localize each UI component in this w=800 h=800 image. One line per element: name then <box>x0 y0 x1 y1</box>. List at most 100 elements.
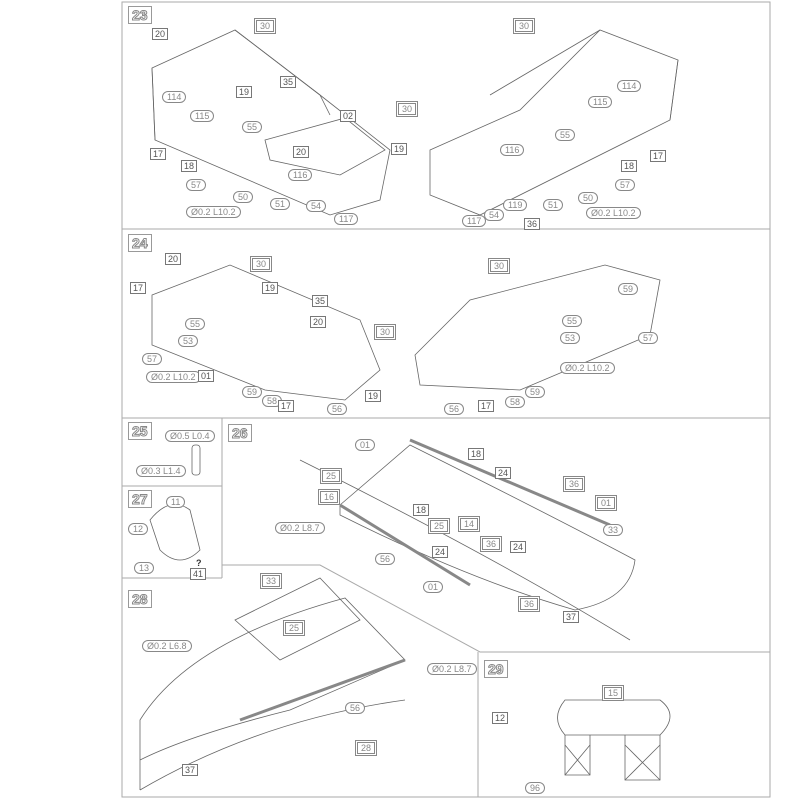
part-callout: 96 <box>525 782 546 794</box>
part-callout: 30 <box>396 101 419 117</box>
part-callout: 36 <box>480 536 503 552</box>
part-callout: 57 <box>638 332 659 344</box>
part-callout: 17 <box>150 148 167 160</box>
part-callout: 116 <box>500 144 525 156</box>
part-callout: ? <box>194 558 204 568</box>
part-callout: 19 <box>236 86 253 98</box>
part-callout: 20 <box>152 28 169 40</box>
part-callout: 33 <box>603 524 624 536</box>
part-callout: 30 <box>254 18 277 34</box>
part-callout: 119 <box>503 199 528 211</box>
part-callout: 24 <box>495 467 512 479</box>
part-callout: 30 <box>513 18 536 34</box>
step-number-29: 29 <box>484 660 508 678</box>
part-callout: 56 <box>375 553 396 565</box>
part-callout: 36 <box>518 596 541 612</box>
part-callout: 18 <box>468 448 485 460</box>
part-callout: 53 <box>178 335 199 347</box>
part-callout: Ø0.3 L1.4 <box>136 465 186 477</box>
part-callout: 17 <box>478 400 495 412</box>
part-callout: 57 <box>186 179 207 191</box>
part-callout: 28 <box>355 740 378 756</box>
part-callout: 18 <box>181 160 198 172</box>
part-callout: 17 <box>650 150 667 162</box>
part-callout: 19 <box>365 390 382 402</box>
part-callout: 01 <box>355 439 376 451</box>
part-callout: 54 <box>306 200 327 212</box>
part-callout: Ø0.2 L8.7 <box>427 663 477 675</box>
part-callout: 12 <box>128 523 149 535</box>
part-callout: 59 <box>618 283 639 295</box>
part-callout: Ø0.2 L6.8 <box>142 640 192 652</box>
part-callout: 50 <box>578 192 599 204</box>
part-callout: 55 <box>185 318 206 330</box>
step-number-27: 27 <box>128 490 152 508</box>
part-callout: 33 <box>260 573 283 589</box>
part-callout: 35 <box>312 295 329 307</box>
part-callout: 59 <box>525 386 546 398</box>
part-callout: 35 <box>280 76 297 88</box>
part-callout: 36 <box>563 476 586 492</box>
part-callout: 115 <box>190 110 215 122</box>
page-frame <box>121 1 771 798</box>
part-callout: Ø0.2 L10.2 <box>146 371 201 383</box>
part-callout: 54 <box>484 209 505 221</box>
part-callout: 117 <box>334 213 359 225</box>
part-callout: 115 <box>588 96 613 108</box>
part-callout: 01 <box>423 581 444 593</box>
part-callout: 58 <box>505 396 526 408</box>
divider <box>222 564 770 653</box>
part-callout: Ø0.5 L0.4 <box>165 430 215 442</box>
part-callout: 30 <box>374 324 397 340</box>
part-callout: 116 <box>288 169 313 181</box>
part-callout: 25 <box>428 518 451 534</box>
part-callout: 02 <box>340 110 357 122</box>
part-callout: 24 <box>510 541 527 553</box>
part-callout: 01 <box>198 370 215 382</box>
part-callout: 11 <box>166 496 186 508</box>
part-callout: Ø0.2 L8.7 <box>275 522 325 534</box>
hull-drawings <box>139 29 679 791</box>
part-callout: 20 <box>293 146 310 158</box>
step-number-28: 28 <box>128 590 152 608</box>
part-callout: 17 <box>278 400 295 412</box>
part-callout: Ø0.2 L10.2 <box>560 362 615 374</box>
part-callout: 56 <box>444 403 465 415</box>
part-callout: 56 <box>327 403 348 415</box>
part-callout: 25 <box>320 468 343 484</box>
part-callout: 53 <box>560 332 581 344</box>
part-callout: 13 <box>134 562 155 574</box>
part-callout: 30 <box>488 258 511 274</box>
part-callout: Ø0.2 L10.2 <box>586 207 641 219</box>
part-callout: 51 <box>270 198 291 210</box>
part-callout: 18 <box>621 160 638 172</box>
part-callout: 14 <box>458 516 481 532</box>
step-number-25: 25 <box>128 422 152 440</box>
part-callout: 37 <box>182 764 199 776</box>
part-callout: 12 <box>492 712 509 724</box>
part-callout: 41 <box>190 568 207 580</box>
part-callout: 51 <box>543 199 564 211</box>
part-callout: 57 <box>615 179 636 191</box>
part-callout: 55 <box>562 315 583 327</box>
part-callout: 20 <box>165 253 182 265</box>
part-callout: Ø0.2 L10.2 <box>186 206 241 218</box>
part-callout: 25 <box>283 620 306 636</box>
part-callout: 24 <box>432 546 449 558</box>
part-callout: 20 <box>310 316 327 328</box>
part-callout: 18 <box>413 504 430 516</box>
part-callout: 30 <box>250 256 273 272</box>
part-callout: 114 <box>162 91 187 103</box>
part-callout: 17 <box>130 282 147 294</box>
part-callout: 55 <box>555 129 576 141</box>
step-number-26: 26 <box>228 424 252 442</box>
step-number-24: 24 <box>128 234 152 252</box>
part-callout: 56 <box>345 702 366 714</box>
part-callout: 19 <box>391 143 408 155</box>
part-callout: 16 <box>318 489 341 505</box>
part-callout: 114 <box>617 80 642 92</box>
part-callout: 50 <box>233 191 254 203</box>
part-callout: 59 <box>242 386 263 398</box>
part-callout: 36 <box>524 218 541 230</box>
part-callout: 57 <box>142 353 163 365</box>
